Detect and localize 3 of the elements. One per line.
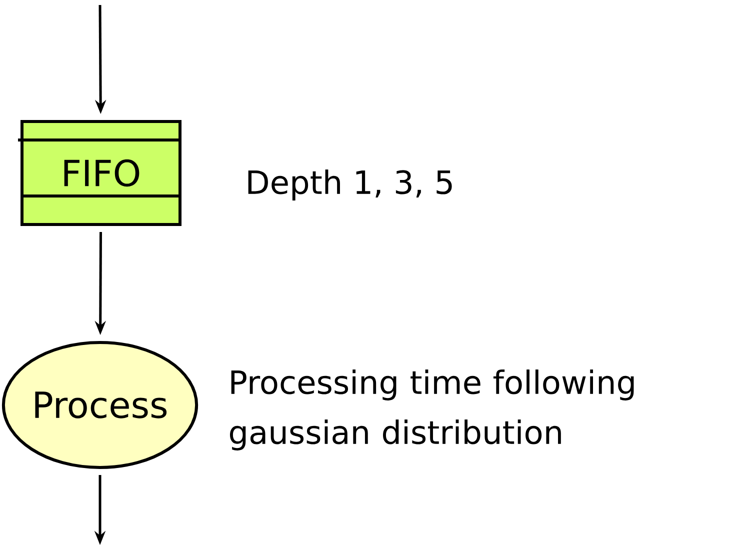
- fifo-box: FIFO: [18, 120, 182, 226]
- annotation-text: Depth 1, 3, 5: [248, 170, 452, 200]
- annotation-text: Processing time following gaussian distribution: [230, 370, 634, 450]
